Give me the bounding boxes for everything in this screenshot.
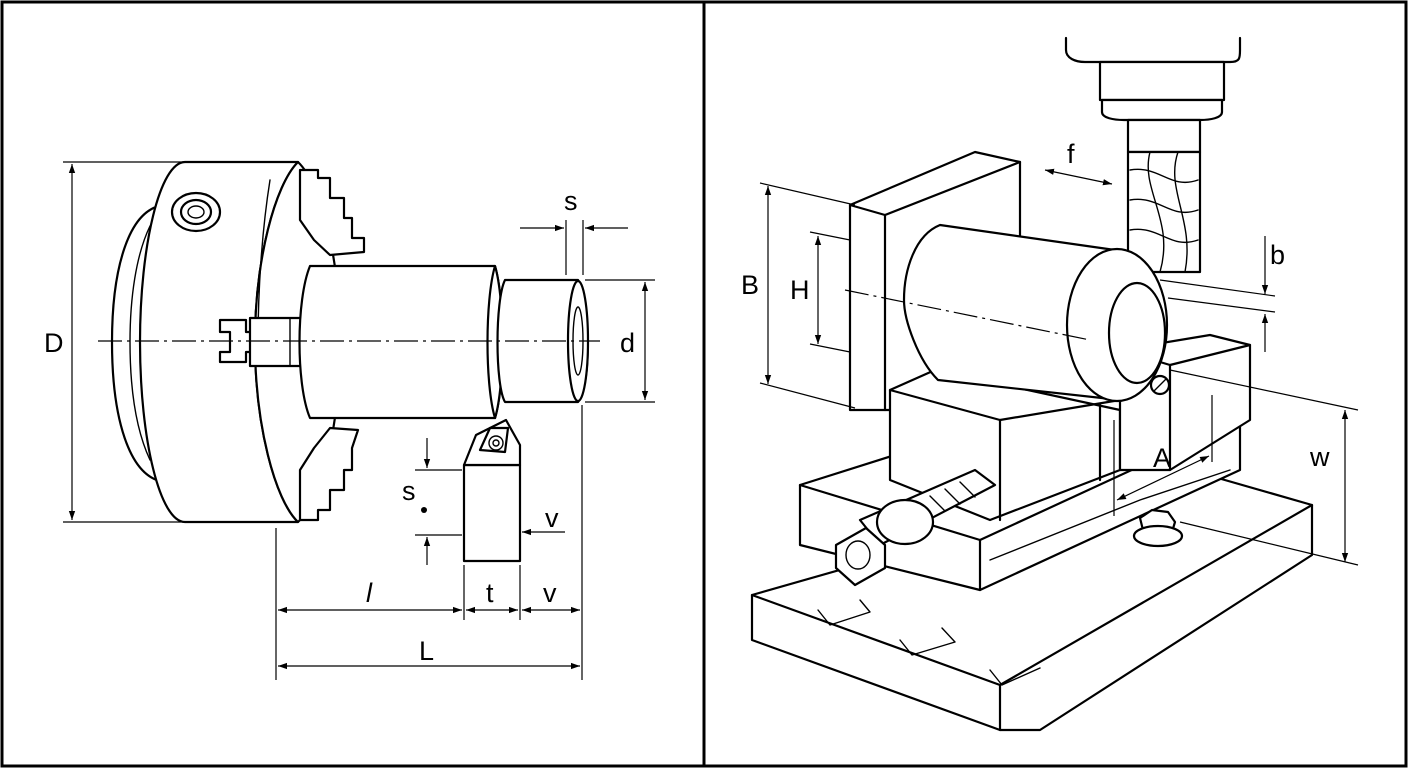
workpiece — [298, 264, 590, 420]
label-t: t — [486, 578, 494, 608]
dimension-A — [1113, 395, 1213, 516]
hex-bolt — [1132, 508, 1184, 548]
label-f: f — [1067, 139, 1075, 169]
label-H: H — [790, 275, 810, 305]
label-d: d — [620, 328, 635, 358]
bolt-hole — [170, 191, 222, 233]
label-D: D — [44, 328, 64, 358]
label-A: A — [1153, 443, 1171, 473]
dimension-H — [809, 231, 851, 353]
milling-vise-panel: B H f b A w — [741, 36, 1359, 732]
dimension-f — [1044, 168, 1113, 186]
label-w: w — [1309, 442, 1330, 472]
label-B: B — [741, 270, 759, 300]
dimension-s-top — [520, 220, 628, 275]
lower-jaw — [298, 426, 360, 522]
workpiece-axis — [844, 289, 1091, 341]
spindle-head — [1064, 36, 1242, 122]
dimension-D — [63, 161, 185, 523]
label-b: b — [1270, 240, 1285, 270]
label-l: l — [366, 578, 373, 608]
dimension-d — [585, 279, 655, 403]
bottom-dimensions — [275, 405, 583, 680]
label-L: L — [419, 636, 434, 666]
dimension-B — [759, 182, 856, 409]
label-v-tool: v — [545, 503, 559, 533]
turning-tool — [462, 418, 522, 563]
dimension-b — [1159, 236, 1276, 352]
upper-jaw — [298, 168, 366, 257]
label-s-top: s — [564, 186, 578, 216]
vise-screw-handle — [834, 468, 997, 587]
end-mill-cutter — [1126, 118, 1202, 274]
dimension-s-tool — [415, 438, 462, 565]
label-s-tool: s — [402, 476, 416, 506]
milling-workpiece — [902, 223, 1169, 403]
dimension-w — [1169, 369, 1359, 566]
lathe-chuck-panel: D d s s v l t v L — [44, 160, 655, 680]
label-v-bottom: v — [543, 578, 557, 608]
